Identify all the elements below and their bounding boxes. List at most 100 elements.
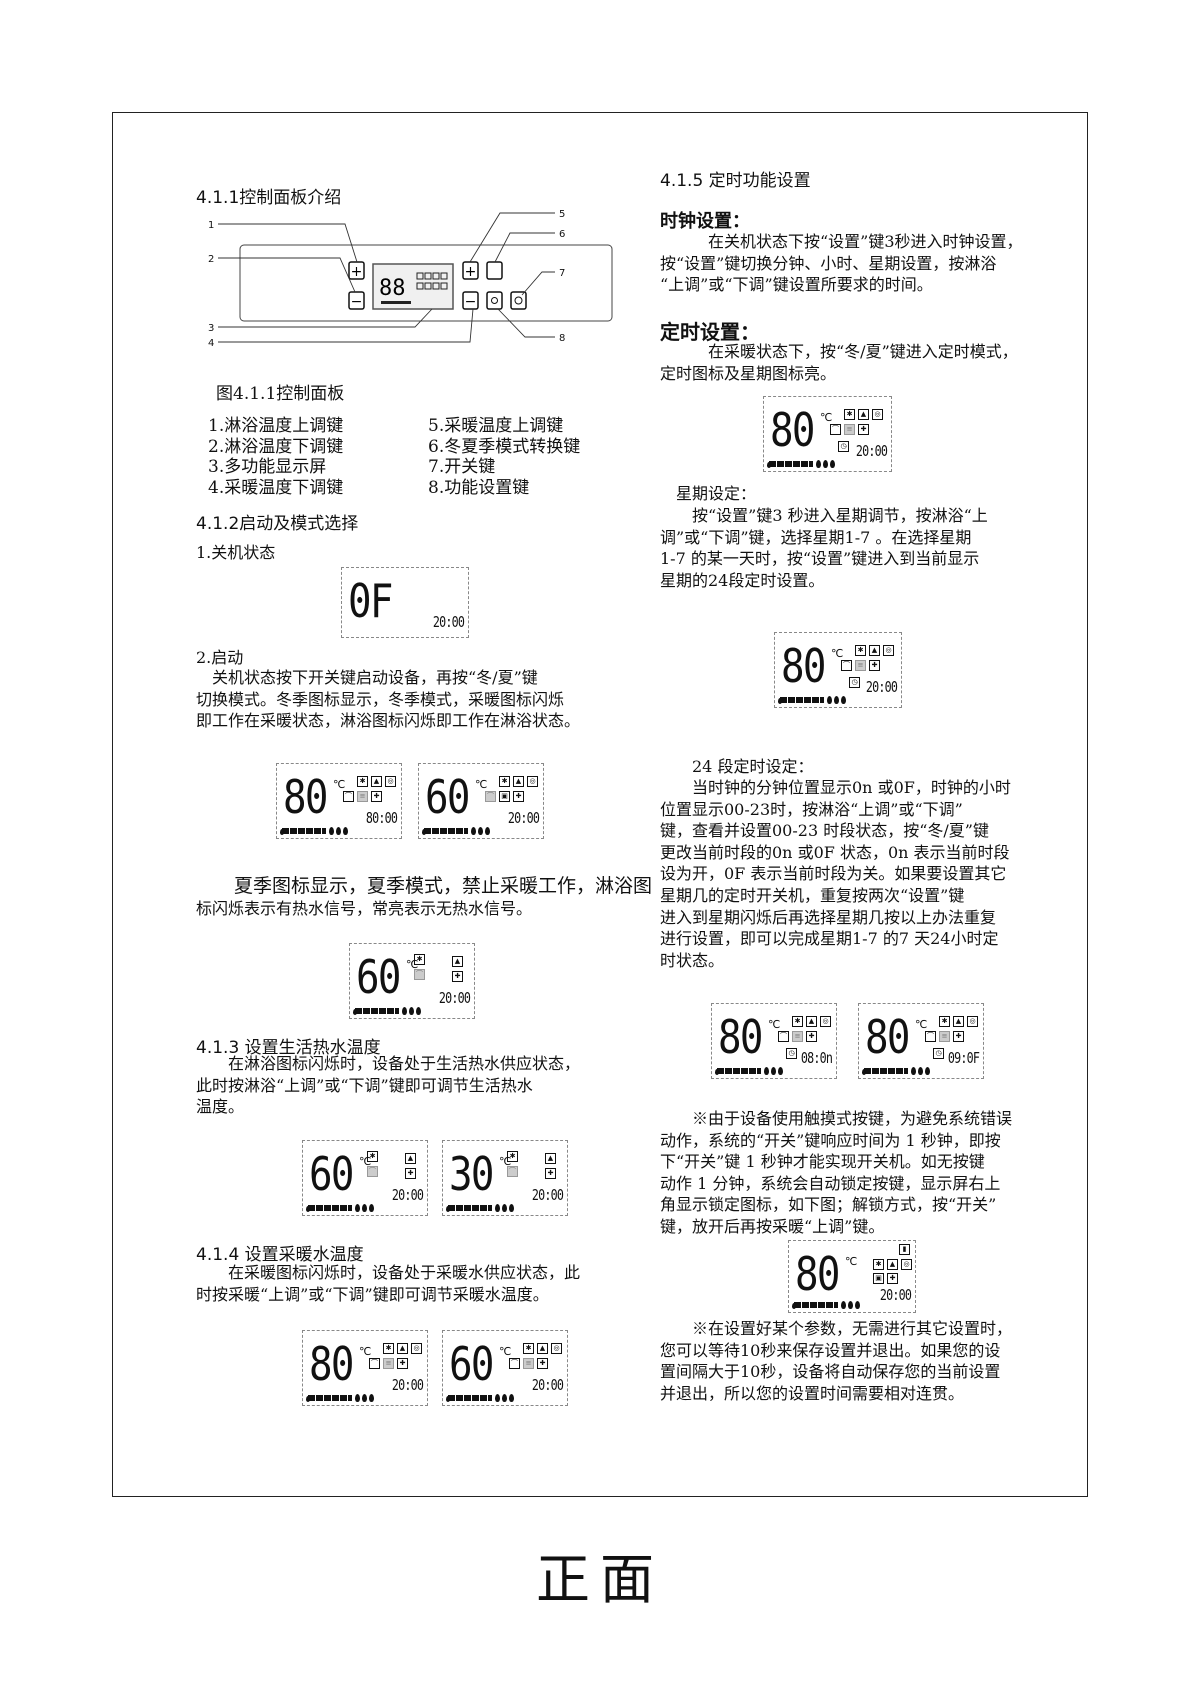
fan-icon: ✚	[405, 1168, 416, 1179]
lcd-temperature: 60	[309, 1147, 354, 1201]
water-drop-icon	[502, 1204, 507, 1212]
shower-icon: ▲	[806, 1016, 817, 1027]
text-line: 1-7 的某一天时，按“设置”键进入到当前显示	[660, 549, 980, 569]
water-drop-icon	[362, 1394, 367, 1402]
water-drop-icon	[355, 1204, 360, 1212]
clock-paragraph: 在关机状态下按“设置”键3秒进入时钟设置， 按“设置”键切换分钟、小时、星期设置…	[660, 231, 1023, 296]
radiator-icon: ⌒	[507, 1166, 518, 1177]
text-line: 时按采暖“上调”或“下调”键即可调节采暖水温度。	[196, 1284, 549, 1304]
radiator-icon: ⌒	[485, 791, 496, 802]
shower-icon: ▲	[405, 1153, 416, 1164]
flame-level-bar	[794, 1302, 838, 1308]
timer-setting-title: 定时设置：	[660, 320, 760, 344]
save-note: ※在设置好某个参数，无需进行其它设置时， 您可以等待10秒来保存设置并退出。如果…	[660, 1318, 1012, 1404]
radiator-icon: ⌒	[925, 1031, 936, 1042]
heating-down-button: −	[462, 291, 479, 310]
text-line: “上调”或“下调”键设置所要求的时间。	[660, 275, 933, 295]
lcd-time: 20:00	[507, 809, 540, 827]
winter-icon: ✱	[873, 1259, 884, 1270]
water-drop-icon	[446, 1396, 450, 1402]
lcd-time: 20:00	[432, 613, 465, 631]
lock-icon: ▮	[899, 1244, 910, 1255]
water-drop-icon	[502, 1394, 507, 1402]
text-line: 切换模式。冬季图标显示，冬季模式，采暖图标闪烁	[196, 689, 565, 709]
clock-icon: ◷	[849, 677, 860, 688]
water-drop-icon	[471, 827, 476, 835]
fan-icon: ✚	[371, 791, 382, 802]
celsius-unit: ℃	[333, 778, 346, 791]
segment-timer-title: 24 段定时设定：	[660, 757, 814, 776]
fan-icon: ✚	[887, 1273, 898, 1284]
lcd-temperature: 80	[718, 1010, 763, 1064]
lcd-time: 20:00	[879, 1286, 912, 1304]
heating-up-button: +	[462, 261, 479, 280]
shower-icon: ▲	[537, 1343, 548, 1354]
celsius-unit: ℃	[359, 1155, 372, 1168]
lcd-time: 20:00	[531, 1376, 564, 1394]
celsius-unit: ℃	[831, 647, 844, 660]
celsius-unit: ℃	[499, 1155, 512, 1168]
celsius-unit: ℃	[768, 1018, 781, 1031]
winter-icon: ✱	[499, 776, 510, 787]
water-drop-icon	[823, 460, 828, 468]
celsius-unit: ℃	[820, 411, 833, 424]
heat-gray-icon: ≡	[383, 1358, 394, 1369]
flame-level-bar	[780, 697, 824, 703]
winter-icon: ✱	[367, 1151, 378, 1162]
shower-icon: ▲	[397, 1343, 408, 1354]
fan-icon: ✚	[397, 1358, 408, 1369]
clock-setting-title: 时钟设置：	[660, 211, 750, 232]
control-panel-diagram: + − 88 + − 1 2 3 4 5 6 7 8	[208, 209, 613, 349]
water-drop-icon	[329, 827, 334, 835]
radiator-icon: ⌒	[778, 1031, 789, 1042]
section-4-1-2-heading: 4.1.2启动及模式选择	[196, 514, 359, 534]
text-line: 置间隔大于10秒，设备将自动保存您的当前设置	[660, 1362, 1001, 1382]
shower-icon: ▲	[953, 1016, 964, 1027]
water-drop-icon	[509, 1204, 514, 1212]
fan-icon: ✚	[452, 971, 463, 982]
text-line: 您可以等待10秒来保存设置并退出。如果您的设	[660, 1340, 1001, 1360]
flame-level-bar	[864, 1068, 908, 1074]
heating-icon: ◎	[527, 776, 538, 787]
fan-icon: ✚	[545, 1168, 556, 1179]
text-line: 在采暖图标闪烁时，设备处于采暖水供应状态，此	[196, 1263, 581, 1282]
legend-item: 2.淋浴温度下调键	[208, 436, 344, 457]
fan-icon: ✚	[869, 660, 880, 671]
callout-3: 3	[208, 323, 214, 334]
text-line: 夏季图标显示，夏季模式，禁止采暖工作，淋浴图	[196, 875, 653, 897]
flame-level-bar	[308, 1395, 352, 1401]
water-drop-icon	[446, 1206, 450, 1212]
water-drop-icon	[918, 1067, 923, 1075]
item-start: 2.启动	[196, 648, 244, 667]
heating-icon: ◎	[901, 1259, 912, 1270]
text-line: 调”或“下调”键，选择星期1-7 。在选择星期	[660, 527, 972, 547]
start-paragraph: 关机状态按下开关键启动设备，再按“冬/夏”键 切换模式。冬季图标显示，冬季模式，…	[196, 667, 580, 732]
legend-item: 3.多功能显示屏	[208, 457, 327, 477]
shower-icon: ▲	[887, 1259, 898, 1270]
celsius-unit: ℃	[406, 958, 419, 971]
radiator-icon: ⌒	[369, 1358, 380, 1369]
clock-icon: ◷	[786, 1048, 797, 1059]
celsius-unit: ℃	[915, 1018, 928, 1031]
lcd-temperature: 30	[449, 1147, 494, 1201]
callout-6: 6	[559, 229, 565, 240]
fan-icon: ✚	[513, 791, 524, 802]
section-4-1-4-heading: 4.1.4 设置采暖水温度	[196, 1245, 364, 1265]
text-line: 按“设置”键3 秒进入星期调节，按淋浴“上	[660, 506, 988, 525]
flame-level-bar	[717, 1068, 761, 1074]
legend-item: 6.冬夏季模式转换键	[428, 436, 581, 457]
winter-icon: ✱	[383, 1343, 394, 1354]
legend-item: 1.淋浴温度上调键	[208, 416, 344, 436]
text-line: 角显示锁定图标，如下图；解锁方式，按“开关”	[660, 1195, 997, 1215]
dhw-paragraph: 在淋浴图标闪烁时，设备处于生活热水供应状态， 此时按淋浴“上调”或“下调”键即可…	[196, 1053, 580, 1118]
callout-4: 4	[208, 338, 214, 349]
flame-level-bar	[308, 1205, 352, 1211]
water-drop-icon	[778, 1067, 783, 1075]
summer-paragraph: 夏季图标显示，夏季模式，禁止采暖工作，淋浴图 标闪烁表示有热水信号，常亮表示无热…	[196, 874, 652, 920]
clock-icon: ◷	[933, 1048, 944, 1059]
text-line: 即工作在采暖状态，淋浴图标闪烁即工作在淋浴状态。	[196, 711, 581, 731]
